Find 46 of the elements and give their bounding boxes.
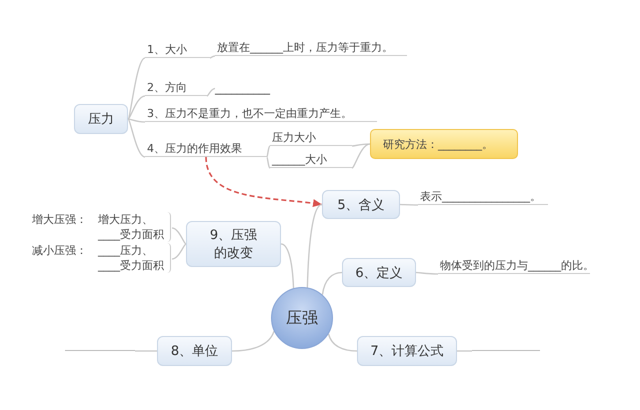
connector-line <box>266 146 271 158</box>
topic-text: 增大压力、____受力面积 <box>98 212 171 242</box>
side-label: 增大压强： <box>32 212 87 227</box>
topic-box: 9、压强的改变 <box>186 221 281 267</box>
topic-text: 表示________________。 <box>418 189 548 205</box>
topic-text: 放置在______上时，压力等于重力。 <box>215 40 407 56</box>
connector-line <box>400 204 418 206</box>
topic-text: ______大小 <box>270 152 352 168</box>
connector-line <box>172 244 186 260</box>
connector-line <box>266 156 271 168</box>
topic-box: 8、单位 <box>157 336 232 366</box>
topic-box: 6、定义 <box>342 258 416 287</box>
fill-in-line: __________ <box>215 81 271 96</box>
connector-line <box>206 88 216 96</box>
connector-line <box>352 143 370 168</box>
topic-text: ____压力、____受力面积 <box>98 243 171 273</box>
topic-text: 物体受到的压力与______的比。 <box>438 258 590 274</box>
topic-box: 5、含义 <box>322 190 400 219</box>
topic-text: 4、压力的作用效果 <box>145 141 267 157</box>
connector-line <box>457 350 472 352</box>
connector-line <box>128 95 146 120</box>
topic-text: 2、方向 <box>145 80 207 96</box>
connector-line <box>128 118 146 123</box>
connector-line <box>172 227 186 244</box>
connector-line <box>135 350 157 352</box>
connector-line <box>280 243 294 288</box>
topic-text: 1、大小 <box>145 42 210 58</box>
topic-box: 7、计算公式 <box>357 336 457 366</box>
fill-in-line <box>472 350 540 351</box>
connector-line <box>352 143 370 147</box>
topic-text: 3、压力不是重力，也不一定由重力产生。 <box>145 106 377 122</box>
connector-line <box>328 334 358 352</box>
connector-line <box>306 204 322 288</box>
topic-text: 压力大小 <box>270 130 352 146</box>
fill-in-line <box>65 350 135 351</box>
topic-box: 压力 <box>74 104 128 134</box>
highlight-box: 研究方法：________。 <box>370 129 518 159</box>
connector-line <box>127 57 146 120</box>
connector-line <box>127 118 146 158</box>
side-label: 减小压强： <box>32 243 87 258</box>
arrow <box>205 156 322 208</box>
connector-line <box>416 272 438 275</box>
connector-line <box>322 272 342 295</box>
central-topic-circle: 压强 <box>271 287 333 349</box>
connector-line <box>210 55 216 59</box>
connector-line <box>232 330 275 352</box>
